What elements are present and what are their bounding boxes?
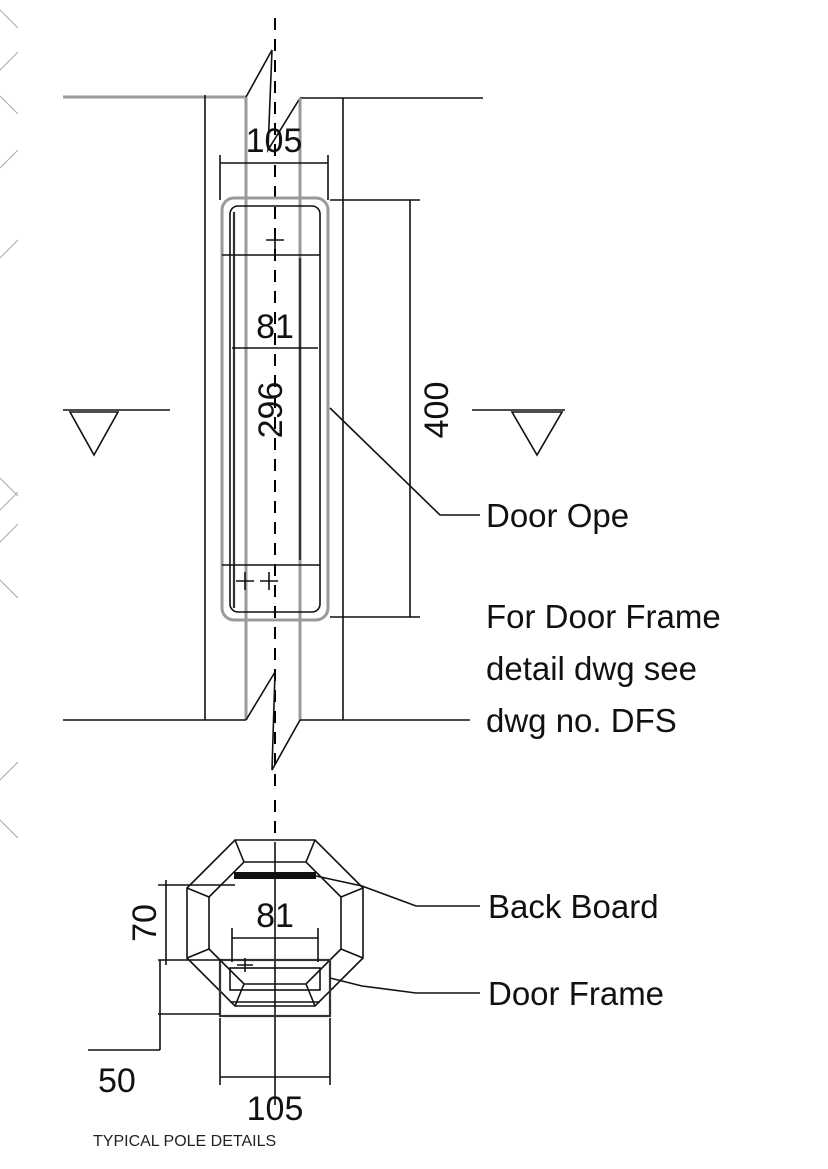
plan-section-view: 81 70 50 105 Back Board Door Frame — [88, 800, 664, 1128]
dim-105-section: 105 — [247, 1090, 304, 1128]
note-door-frame-line-1: For Door Frame — [486, 598, 721, 635]
label-door-ope: Door Ope — [486, 497, 629, 534]
top-break-symbol — [245, 49, 301, 154]
dim-400: 400 — [418, 382, 456, 439]
dim-296: 296 — [252, 382, 290, 439]
back-board — [234, 872, 316, 879]
fixing-cross-top — [266, 231, 284, 249]
dim-50: 50 — [98, 1062, 136, 1100]
dim-105-top: 105 — [246, 122, 303, 160]
fixing-cross-section — [237, 958, 253, 972]
dim-70: 70 — [126, 904, 164, 942]
leader-back-board — [315, 875, 480, 907]
bottom-break-symbol — [245, 668, 301, 771]
section-door-frame-inner — [229, 967, 321, 991]
section-marker-left — [63, 409, 170, 457]
leader-door-ope — [329, 407, 480, 516]
section-marker-right — [472, 409, 565, 457]
elevation-view: 105 81 296 400 Door Ope — [63, 18, 721, 790]
dim-81-top: 81 — [256, 308, 294, 346]
leader-door-frame — [329, 977, 480, 994]
fixing-cross-bottom — [236, 572, 278, 590]
note-door-frame-line-3: dwg no. DFS — [486, 702, 677, 739]
section-door-frame-outer — [218, 958, 332, 1018]
label-back-board: Back Board — [488, 888, 659, 925]
note-door-frame-line-2: detail dwg see — [486, 650, 697, 687]
door-frame-outline — [220, 196, 330, 622]
margin-edge-marks — [0, 9, 19, 839]
door-frame-inner — [229, 205, 321, 613]
drawing-caption: TYPICAL POLE DETAILS — [93, 1133, 276, 1150]
label-door-frame: Door Frame — [488, 975, 664, 1012]
dim-81-section: 81 — [256, 897, 294, 935]
